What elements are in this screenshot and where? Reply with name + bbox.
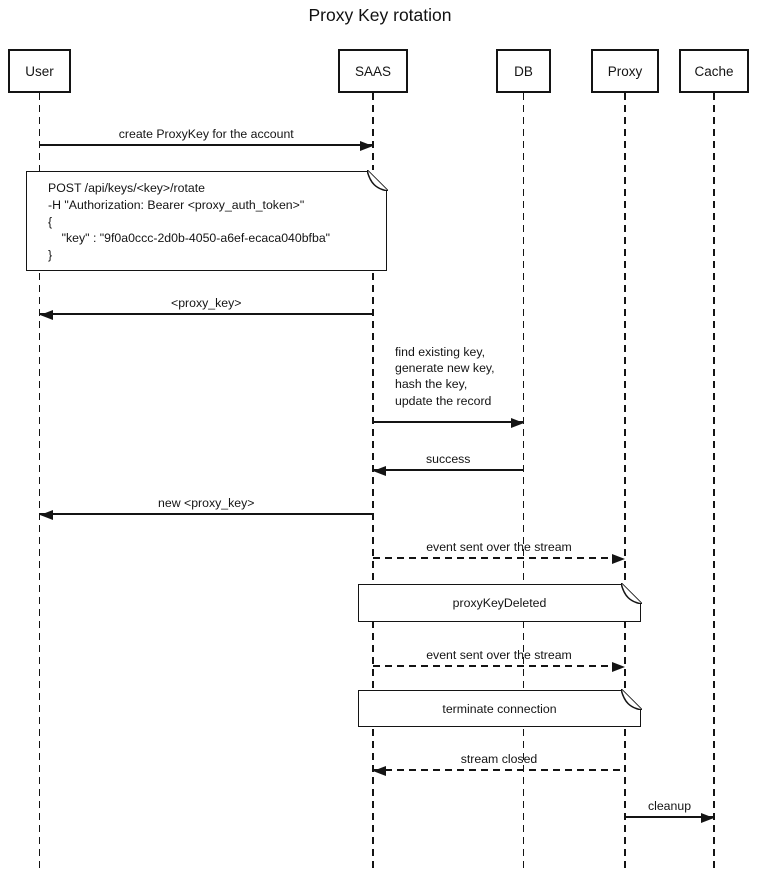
message-label: find existing key, generate new key, has… (395, 344, 495, 409)
lifeline-proxy (624, 93, 626, 873)
arrow-line (373, 469, 524, 471)
message-label: event sent over the stream (426, 540, 572, 554)
note-line: } (48, 248, 53, 263)
message-label: new <proxy_key> (158, 496, 255, 510)
note-terminate-connection: terminate connection (358, 689, 642, 727)
arrowhead-right-icon (701, 812, 714, 823)
actor-label: Proxy (607, 63, 643, 79)
note-text: POST /api/keys/<key>/rotate -H "Authoriz… (27, 172, 386, 264)
message-label: create ProxyKey for the account (118, 127, 294, 141)
message-proxy-key-return: <proxy_key> (39, 293, 373, 320)
message-label: <proxy_key> (171, 296, 242, 310)
message-label-line: generate new key, (395, 361, 495, 376)
note-proxykey-deleted: proxyKeyDeleted (358, 583, 642, 622)
note-line: -H "Authorization: Bearer <proxy_auth_to… (48, 197, 305, 212)
arrow-line (373, 769, 625, 771)
note-line: POST /api/keys/<key>/rotate (48, 181, 205, 195)
message-event-stream-2: event sent over the stream (373, 645, 625, 672)
message-cleanup: cleanup (625, 796, 714, 823)
actor-proxy: Proxy (591, 49, 659, 93)
note-post-rotate: POST /api/keys/<key>/rotate -H "Authoriz… (26, 170, 388, 271)
arrow-line (39, 144, 373, 146)
note-text: proxyKeyDeleted (452, 596, 547, 610)
diagram-title: Proxy Key rotation (308, 5, 452, 25)
actor-db: DB (496, 49, 551, 93)
note-line: "key" : "9f0a0ccc-2d0b-4050-a6ef-ecaca04… (48, 231, 331, 246)
lifeline-user (38, 93, 41, 873)
lifeline-cache (713, 93, 715, 873)
message-create-proxykey: create ProxyKey for the account (39, 124, 373, 151)
arrow-line (39, 513, 373, 515)
arrow-line (39, 313, 373, 315)
lifeline-db (522, 93, 525, 873)
message-label: event sent over the stream (426, 648, 572, 662)
arrowhead-left-icon (39, 309, 53, 320)
actor-user: User (8, 49, 71, 93)
arrow-line (373, 421, 524, 423)
message-stream-closed: stream closed (373, 749, 625, 776)
message-label: cleanup (647, 799, 692, 813)
arrow-line (625, 816, 714, 818)
arrowhead-right-icon (360, 140, 373, 151)
arrow-line (373, 665, 625, 667)
arrowhead-right-icon (612, 661, 625, 672)
message-event-stream-1: event sent over the stream (373, 537, 625, 564)
lifeline-saas (372, 93, 374, 873)
message-label: stream closed (460, 752, 538, 766)
arrow-line (373, 557, 625, 559)
message-label-line: update the record (395, 393, 492, 408)
message-label: success (426, 452, 471, 466)
actor-label: SAAS (354, 63, 392, 79)
message-db-update: find existing key, generate new key, has… (373, 343, 524, 428)
arrowhead-right-icon (612, 553, 625, 564)
message-new-proxy-key: new <proxy_key> (39, 493, 373, 520)
actor-label: Cache (694, 63, 734, 79)
message-label-line: hash the key, (395, 377, 468, 392)
actor-saas: SAAS (338, 49, 408, 93)
note-line: { (48, 214, 53, 229)
actor-label: DB (514, 63, 533, 79)
note-text: terminate connection (442, 701, 557, 716)
message-success: success (373, 449, 524, 476)
arrowhead-right-icon (510, 417, 524, 428)
note-fold-icon (366, 170, 388, 192)
arrowhead-left-icon (39, 509, 53, 520)
note-fold-icon (620, 583, 642, 605)
message-label-line: find existing key, (395, 345, 485, 359)
actor-label: User (25, 63, 54, 79)
actor-cache: Cache (679, 49, 749, 93)
arrowhead-left-icon (373, 765, 386, 776)
arrowhead-left-icon (373, 465, 386, 476)
note-fold-icon (620, 689, 642, 711)
